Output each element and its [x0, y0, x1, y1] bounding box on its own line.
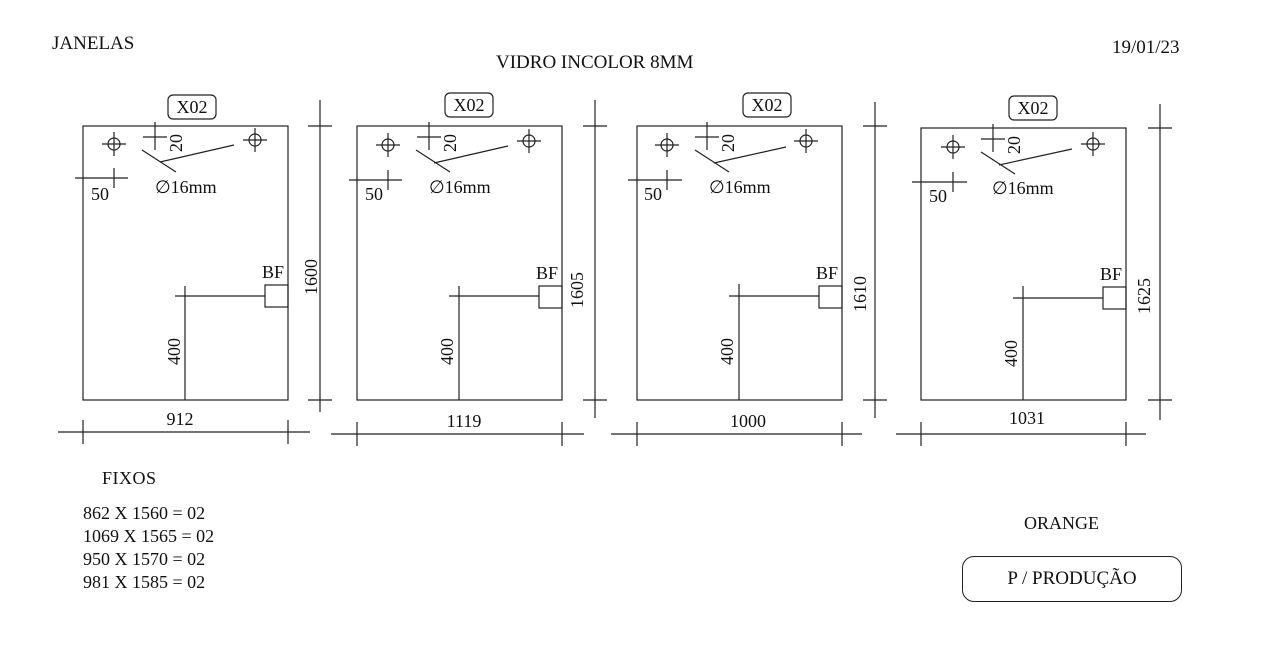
client-name: ORANGE — [1024, 513, 1099, 533]
tag-box — [167, 94, 217, 120]
fixos-title: FIXOS — [102, 468, 157, 488]
glass-spec: VIDRO INCOLOR 8MM — [496, 52, 694, 73]
panel-tag: X02 — [752, 95, 783, 115]
lock-height: 400 — [437, 338, 457, 365]
hole-offset-x: 50 — [91, 184, 109, 204]
panel-width: 1000 — [730, 411, 766, 431]
list-item: 950 X 1570 = 02 — [83, 549, 206, 569]
hole-diameter: ∅16mm — [709, 177, 771, 197]
hole-offset-y: 20 — [440, 134, 460, 152]
lock-label: BF — [262, 262, 284, 282]
hole-offset-x: 50 — [365, 184, 383, 204]
list-item: 1069 X 1565 = 02 — [83, 526, 215, 546]
panel-width: 1119 — [447, 411, 482, 431]
lock-box — [818, 285, 843, 309]
panel-4 — [896, 95, 1172, 446]
panel-2 — [331, 92, 607, 446]
panel-1 — [58, 94, 332, 444]
production-stamp: P / PRODUÇÃO — [962, 556, 1182, 602]
hole-diameter: ∅16mm — [992, 178, 1054, 198]
lock-box — [264, 284, 289, 308]
panel-3 — [611, 92, 887, 446]
panel-height: 1625 — [1134, 278, 1154, 314]
hole-offset-y: 20 — [718, 134, 738, 152]
lock-label: BF — [536, 263, 558, 283]
tag-box — [742, 92, 792, 118]
lock-height: 400 — [164, 338, 184, 365]
panel-height: 1610 — [850, 276, 870, 312]
list-item: 862 X 1560 = 02 — [83, 503, 206, 523]
panel-tag: X02 — [177, 97, 208, 117]
panel-height: 1600 — [301, 259, 321, 295]
tag-box — [444, 92, 494, 118]
hole-diameter: ∅16mm — [155, 177, 217, 197]
document-date: 19/01/23 — [1112, 37, 1180, 58]
panel-height: 1605 — [567, 272, 587, 308]
hole-offset-y: 20 — [1004, 136, 1024, 154]
panel-tag: X02 — [454, 95, 485, 115]
panel-width: 912 — [167, 409, 194, 429]
lock-box — [1102, 286, 1127, 310]
hole-diameter: ∅16mm — [429, 177, 491, 197]
hole-offset-y: 20 — [166, 134, 186, 152]
fixos-list: 862 X 1560 = 02 1069 X 1565 = 02 950 X 1… — [83, 502, 214, 594]
lock-height: 400 — [1001, 340, 1021, 367]
document-title: JANELAS — [52, 33, 135, 54]
lock-label: BF — [816, 263, 838, 283]
panel-width: 1031 — [1009, 408, 1045, 428]
panel-tag: X02 — [1018, 98, 1049, 118]
hole-offset-x: 50 — [644, 184, 662, 204]
lock-height: 400 — [717, 338, 737, 365]
production-label: P / PRODUÇÃO — [1007, 568, 1137, 589]
hole-offset-x: 50 — [929, 186, 947, 206]
lock-label: BF — [1100, 264, 1122, 284]
list-item: 981 X 1585 = 02 — [83, 572, 206, 592]
tag-box — [1008, 95, 1058, 121]
lock-box — [538, 285, 563, 309]
